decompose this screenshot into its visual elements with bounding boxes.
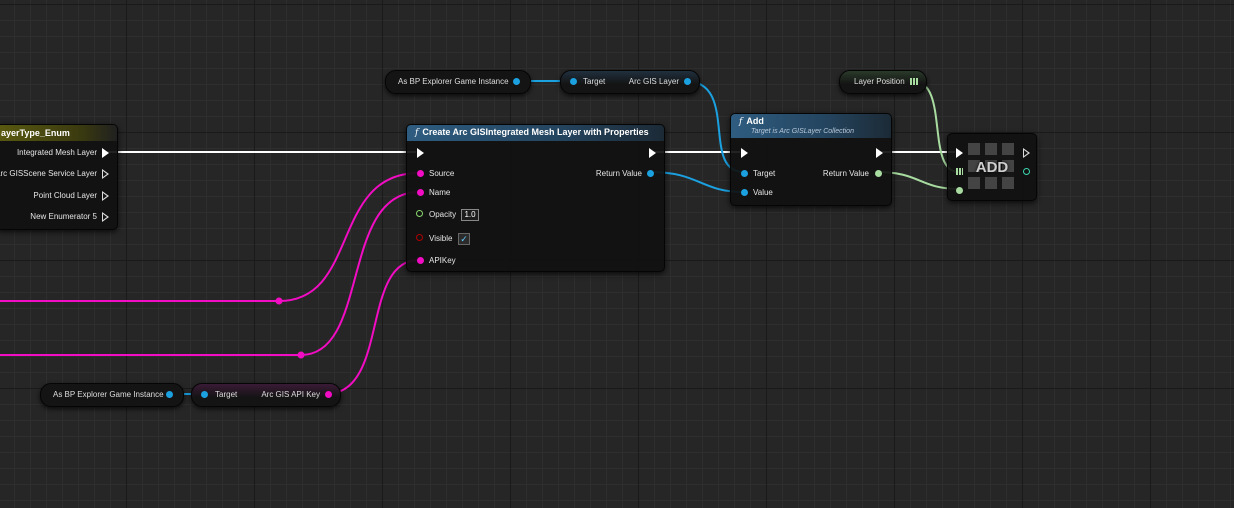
opacity-input[interactable]: 1.0 [461,209,479,221]
value-label: Value [753,188,773,197]
exec-output-pin[interactable] [102,191,109,201]
array-output-pin[interactable] [910,78,918,85]
source-pin[interactable] [417,170,424,177]
array-add-label: ADD [975,159,1009,176]
exec-output-pin[interactable] [1023,148,1030,158]
opacity-label: Opacity [429,210,457,219]
enum-node-header: ayerType_Enum [0,125,117,141]
pin-label: Point Cloud Layer [33,191,97,200]
target-pin[interactable] [570,78,577,85]
add-node-title: Add [746,116,764,126]
return-value-label: Return Value [595,169,642,178]
cast-label: As BP Explorer Game Instance [398,77,509,86]
get-arcgis-api-key-node[interactable]: Target Arc GIS API Key [191,383,341,407]
cast-game-instance-top[interactable]: As BP Explorer Game Instance [385,70,531,94]
array-target-pin[interactable] [956,168,963,175]
cast-output-pin[interactable] [166,391,173,398]
function-icon: f [415,128,419,138]
visible-pin[interactable] [416,234,423,241]
add-node-subtitle: Target is Arc GISLayer Collection [751,128,854,135]
target-label: Target [753,169,776,178]
exec-input-pin[interactable] [417,148,424,158]
enum-node-title: ayerType_Enum [1,128,70,138]
api-key-output-pin[interactable] [325,391,332,398]
cast-game-instance-bottom[interactable]: As BP Explorer Game Instance [40,383,184,407]
cast-output-pin[interactable] [513,78,520,85]
return-value-label: Return Value [822,169,869,178]
get-arcgis-layer-node[interactable]: Target Arc GIS Layer [560,70,700,94]
enum-output-point-cloud[interactable]: Point Cloud Layer [33,191,97,201]
reroute-knot[interactable] [297,351,305,359]
function-icon: f [739,117,743,127]
exec-output-pin[interactable] [102,212,109,222]
target-pin[interactable] [201,391,208,398]
create-node-title: Create Arc GISIntegrated Mesh Layer with… [422,127,649,137]
enum-switch-node[interactable]: ayerType_Enum Integrated Mesh Layer Arc … [0,124,118,230]
string-wire[interactable] [0,191,420,356]
array-index-output-pin[interactable] [1023,168,1030,175]
name-label: Name [429,188,451,197]
return-value-pin[interactable] [647,170,654,177]
enum-output-new-enumerator-5[interactable]: New Enumerator 5 [30,212,97,222]
string-wire[interactable] [325,259,420,395]
pin-label: Arc GISScene Service Layer [0,169,97,178]
return-value-pin[interactable] [875,170,882,177]
source-label: Source [429,169,455,178]
target-label: Target [583,77,606,86]
exec-output-pin[interactable] [102,169,109,179]
target-pin[interactable] [741,170,748,177]
value-pin[interactable] [741,189,748,196]
array-grid-icon [968,143,1014,189]
target-label: Target [215,390,238,399]
pin-label: New Enumerator 5 [30,212,97,221]
array-new-item-pin[interactable] [956,187,963,194]
output-label: Arc GIS API Key [261,390,320,399]
apikey-label: APIKey [429,256,456,265]
visible-checkbox[interactable]: ✓ [458,233,470,245]
exec-input-pin[interactable] [956,148,963,158]
visible-label: Visible [429,234,453,243]
cast-label: As BP Explorer Game Instance [53,390,164,399]
exec-input-pin[interactable] [741,148,748,158]
exec-output-pin[interactable] [876,148,883,158]
enum-output-scene-service[interactable]: Arc GISScene Service Layer [0,169,97,179]
arcgis-layer-output-pin[interactable] [684,78,691,85]
array-add-node[interactable]: ADD [947,133,1037,201]
reroute-knot[interactable] [275,297,283,305]
exec-output-pin[interactable] [102,148,109,158]
output-label: Arc GIS Layer [628,77,679,86]
pin-label: Integrated Mesh Layer [16,148,97,157]
layer-position-label: Layer Position [854,77,905,86]
opacity-pin[interactable] [416,210,423,217]
enum-output-integrated-mesh[interactable]: Integrated Mesh Layer [17,148,97,158]
string-wire[interactable] [0,172,420,302]
layer-position-variable[interactable]: Layer Position [839,70,927,94]
name-pin[interactable] [417,189,424,196]
apikey-pin[interactable] [417,257,424,264]
exec-output-pin[interactable] [649,148,656,158]
